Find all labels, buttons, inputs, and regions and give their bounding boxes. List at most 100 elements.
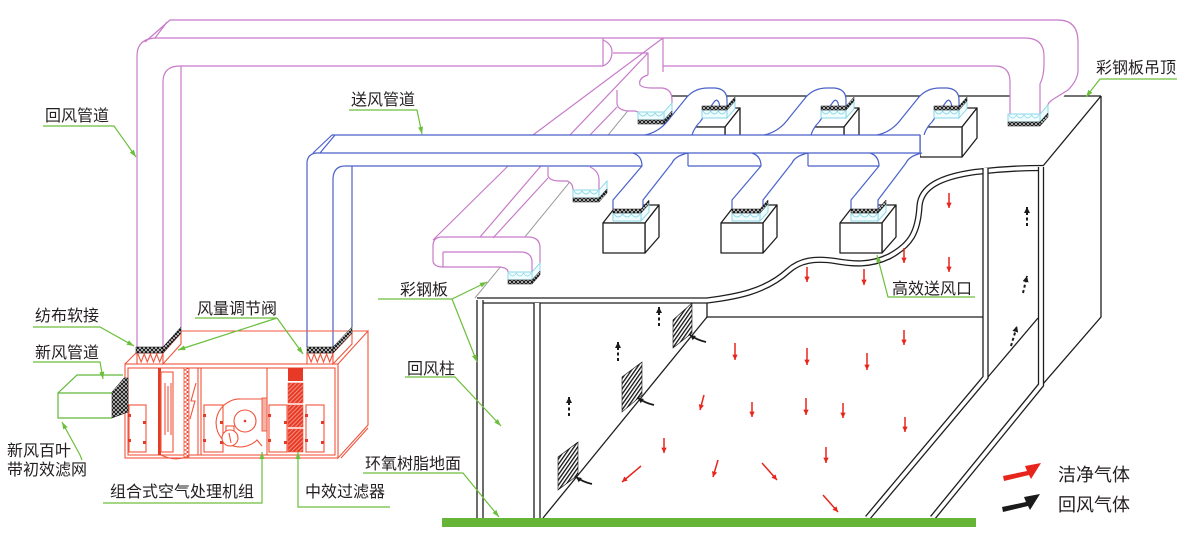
return-air-vent xyxy=(572,179,608,203)
label-text: 风量调节阀 xyxy=(197,299,277,318)
label-medium-efficiency-filter: 中效过滤器 xyxy=(295,452,390,508)
cleanroom-structure xyxy=(442,95,1102,527)
label-ceiling-panel: 彩钢板吊顶 xyxy=(1085,58,1177,98)
return-duct-right-leg-body xyxy=(995,20,1078,128)
leader-line xyxy=(876,254,975,298)
supply-hook-body xyxy=(877,88,959,135)
leader-line xyxy=(451,298,478,363)
leader-line xyxy=(405,376,502,427)
fresh-air-duct-outline xyxy=(57,374,123,419)
return-to-grille-arrow xyxy=(689,334,707,343)
supply-air-vent xyxy=(933,96,968,120)
label-text: 中效过滤器 xyxy=(305,482,385,501)
return-duct-front-edge xyxy=(136,37,1045,347)
leader-line xyxy=(349,109,423,135)
vent-diffuser-pattern xyxy=(934,110,959,115)
supply-hook-body xyxy=(645,88,727,135)
supply-branch-to-hepa xyxy=(731,152,809,209)
leader-line xyxy=(33,361,105,380)
return-duct-back-edge xyxy=(144,19,1079,106)
air-handling-unit xyxy=(124,326,369,460)
vent-diffuser-pattern xyxy=(613,213,641,218)
label-text-line2: 带初效滤网 xyxy=(7,460,87,479)
label-text: 回风管道 xyxy=(45,106,109,125)
return-duct-elbow xyxy=(432,236,541,273)
flex-strip xyxy=(1007,121,1041,127)
supply-branch-body xyxy=(613,153,688,209)
return-air-vent xyxy=(637,101,673,125)
leader-line xyxy=(103,452,265,504)
return-air-arrows xyxy=(566,207,1030,485)
right-outer-wall xyxy=(1042,96,1102,385)
legend-label: 洁净气体 xyxy=(1058,465,1130,486)
fan-volute xyxy=(215,398,263,448)
leader-line xyxy=(276,317,304,355)
label-text-line1: 新风百叶 xyxy=(7,441,71,460)
return-duct-branch-junction xyxy=(602,38,664,75)
right-return-column xyxy=(865,167,1045,521)
leader-line xyxy=(1085,78,1177,98)
clean-air-arrow xyxy=(761,462,778,481)
return-air-vent xyxy=(507,261,541,285)
return-duct-inner-edge-right xyxy=(663,65,1011,114)
clean-air-arrow xyxy=(698,394,705,411)
clean-air-arrow xyxy=(621,465,642,483)
clean-air-arrow xyxy=(822,494,839,513)
flex-strip xyxy=(507,279,533,285)
label-text: 环氧树脂地面 xyxy=(365,454,461,473)
leader-line xyxy=(295,452,390,508)
supply-branch-to-hepa xyxy=(850,152,923,209)
medium-efficiency-filter xyxy=(287,368,304,453)
return-grille xyxy=(672,302,693,349)
legend-item-return-air: 回风气体 xyxy=(1002,494,1130,516)
label-epoxy-floor: 环氧树脂地面 xyxy=(363,454,500,518)
supply-hook-to-ceiling-box xyxy=(876,87,960,136)
supply-branch-to-hepa xyxy=(612,152,689,209)
vent-diffuser-pattern xyxy=(702,110,727,115)
return-air-arrow xyxy=(1010,325,1019,347)
label-fresh-air-duct: 新风管道 xyxy=(33,343,105,380)
return-duct-side-branch-middle xyxy=(547,166,600,191)
label-text: 送风管道 xyxy=(351,90,415,109)
cooling-coil-section xyxy=(158,367,197,460)
supply-duct-back-edge xyxy=(312,134,921,154)
flex-strip xyxy=(731,208,761,214)
leader-line xyxy=(177,317,278,351)
supply-air-vent xyxy=(731,199,769,223)
fan-impeller xyxy=(233,409,257,433)
label-return-air-column: 回风柱 xyxy=(405,359,502,427)
label-air-handling-unit: 组合式空气处理机组 xyxy=(103,452,265,504)
return-grille xyxy=(621,361,643,413)
humidifier-mesh xyxy=(183,367,190,458)
return-air-arrow-icon xyxy=(1002,494,1040,512)
fan-section xyxy=(215,397,268,448)
label-air-volume-damper: 风量调节阀 xyxy=(177,299,304,355)
return-duct-side-edge xyxy=(154,21,182,327)
label-text: 彩钢板吊顶 xyxy=(1096,58,1176,77)
flex-strip xyxy=(612,208,642,214)
vent-diffuser-pattern xyxy=(508,272,532,277)
ahu-access-door xyxy=(128,404,147,453)
ahu-top-edge xyxy=(124,330,369,459)
epoxy-floor-slab xyxy=(442,518,976,527)
leader-line xyxy=(61,421,83,461)
label-text: 回风柱 xyxy=(407,359,455,378)
supply-hook-body xyxy=(764,88,846,135)
return-column-base-edge xyxy=(987,317,1039,378)
flex-strip xyxy=(933,105,960,111)
fan-outlet xyxy=(261,397,268,432)
return-duct-inner-edge-left xyxy=(162,65,603,347)
ceiling-cut-edge xyxy=(477,164,1044,304)
label-text: 新风管道 xyxy=(35,343,99,362)
flex-strip xyxy=(820,105,847,111)
back-wall-base xyxy=(706,303,983,318)
flex-connector-supply xyxy=(306,326,353,366)
return-air-arrow xyxy=(1022,275,1029,294)
left-wall-panel xyxy=(476,300,541,518)
supply-branch-body xyxy=(851,153,922,209)
supply-duct-bottom-edge xyxy=(332,165,879,347)
return-grille xyxy=(557,441,579,491)
legend-label: 回风气体 xyxy=(1058,495,1130,516)
